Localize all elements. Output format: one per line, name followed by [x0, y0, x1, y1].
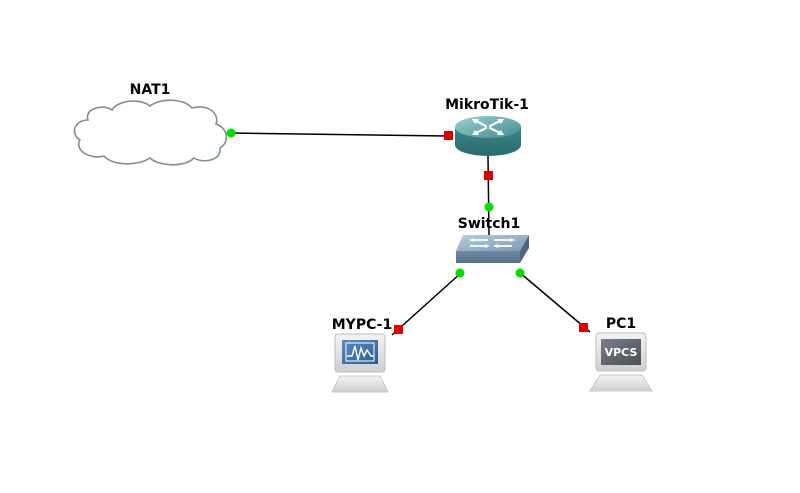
link-switch1-pc1[interactable] — [518, 271, 591, 333]
link-nat1-mikrotik1[interactable] — [230, 132, 449, 137]
port-status-down-icon — [484, 171, 493, 180]
vpcs-icon: VPCS — [589, 332, 653, 392]
node-label-switch1: Switch1 — [458, 216, 521, 232]
port-status-down-icon — [394, 325, 403, 334]
port-status-up-icon — [226, 128, 236, 138]
node-mypc1[interactable]: MYPC-1 — [331, 317, 392, 393]
node-switch1[interactable]: Switch1 — [456, 216, 529, 263]
port-status-down-icon — [444, 131, 453, 140]
cloud-icon — [73, 99, 228, 166]
node-pc1[interactable]: PC1 VPCS — [589, 316, 653, 392]
node-mikrotik1[interactable]: MikroTik-1 — [445, 97, 529, 156]
port-status-up-icon — [515, 268, 525, 278]
port-status-up-icon — [484, 202, 494, 212]
node-nat1[interactable]: NAT1 — [73, 82, 228, 166]
node-label-pc1: PC1 — [606, 316, 636, 332]
link-switch1-mypc1[interactable] — [391, 271, 463, 336]
link-mikrotik1-switch1[interactable] — [487, 155, 490, 237]
vpcs-screen-text: VPCS — [605, 346, 638, 359]
port-status-up-icon — [455, 268, 465, 278]
switch-icon — [456, 235, 529, 263]
links — [230, 132, 591, 336]
node-label-nat1: NAT1 — [130, 82, 171, 98]
node-label-mypc1: MYPC-1 — [332, 317, 392, 333]
monitor-icon — [331, 333, 389, 393]
port-indicators — [226, 128, 588, 334]
node-label-mikrotik1: MikroTik-1 — [445, 97, 529, 113]
router-icon — [455, 116, 521, 156]
port-status-down-icon — [579, 323, 588, 332]
